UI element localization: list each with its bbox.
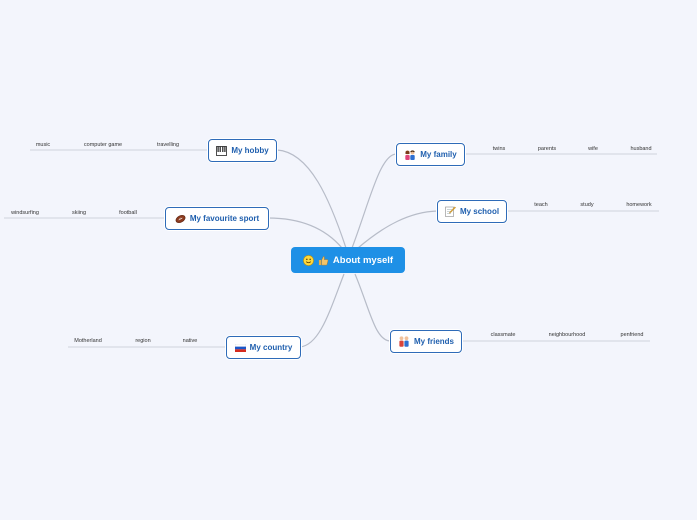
leaf-windsurfing[interactable]: windsurfing	[11, 210, 39, 216]
topic-my-hobby-label: My hobby	[231, 146, 269, 155]
topic-my-family[interactable]: My family	[396, 143, 465, 166]
topic-my-friends-label: My friends	[413, 337, 454, 346]
leaf-study[interactable]: study	[580, 202, 594, 208]
central-topic[interactable]: About myself	[291, 247, 405, 273]
topic-my-favourite-sport-label: My favourite sport	[189, 214, 260, 223]
leaf-native[interactable]: native	[182, 338, 198, 344]
topic-my-friends[interactable]: My friends	[390, 330, 462, 353]
leaf-classmate[interactable]: classmate	[490, 332, 516, 338]
leaf-region[interactable]: region	[135, 338, 151, 344]
leaf-penfriend[interactable]: penfriend	[620, 332, 644, 338]
leaf-homework[interactable]: homework	[626, 202, 652, 208]
topic-my-country-label: My country	[249, 343, 293, 352]
leaf-wife[interactable]: wife	[588, 146, 598, 152]
connector-school	[357, 210, 438, 249]
leaf-skiing[interactable]: skiing	[71, 210, 87, 216]
leaf-travelling[interactable]: travelling	[156, 142, 180, 148]
connector-family	[351, 153, 397, 249]
leaf-computer-game[interactable]: computer game	[83, 142, 123, 148]
topic-my-favourite-sport[interactable]: My favourite sport	[165, 207, 269, 230]
leaf-husband[interactable]: husband	[630, 146, 652, 152]
leaf-neighbourhood[interactable]: neighbourhood	[548, 332, 586, 338]
football-icon	[175, 214, 186, 224]
russia-flag-icon	[234, 343, 246, 352]
friends-icon	[398, 336, 410, 347]
couple-icon	[404, 149, 416, 160]
leaf-teach[interactable]: teach	[534, 202, 548, 208]
topic-my-country[interactable]: My country	[226, 336, 301, 359]
topic-my-hobby[interactable]: My hobby	[208, 139, 277, 162]
connector-country	[299, 273, 345, 348]
leaf-music[interactable]: music	[35, 142, 51, 148]
topic-my-school-label: My school	[459, 207, 500, 216]
topic-my-school[interactable]: My school	[437, 200, 507, 223]
memo-icon	[445, 206, 456, 217]
leaf-twins[interactable]: twins	[492, 146, 506, 152]
connector-sport	[267, 217, 343, 249]
leaf-football[interactable]: football	[119, 210, 137, 216]
leaf-parents[interactable]: parents	[537, 146, 557, 152]
thumbs-up-icon	[318, 255, 329, 266]
connector-friends	[354, 273, 391, 342]
piano-keyboard-icon	[216, 145, 228, 156]
leaf-motherland[interactable]: Motherland	[74, 338, 102, 344]
central-topic-label: About myself	[332, 254, 394, 266]
smiley-icon	[303, 254, 314, 266]
topic-my-family-label: My family	[420, 150, 457, 159]
connector-hobby	[276, 149, 347, 249]
